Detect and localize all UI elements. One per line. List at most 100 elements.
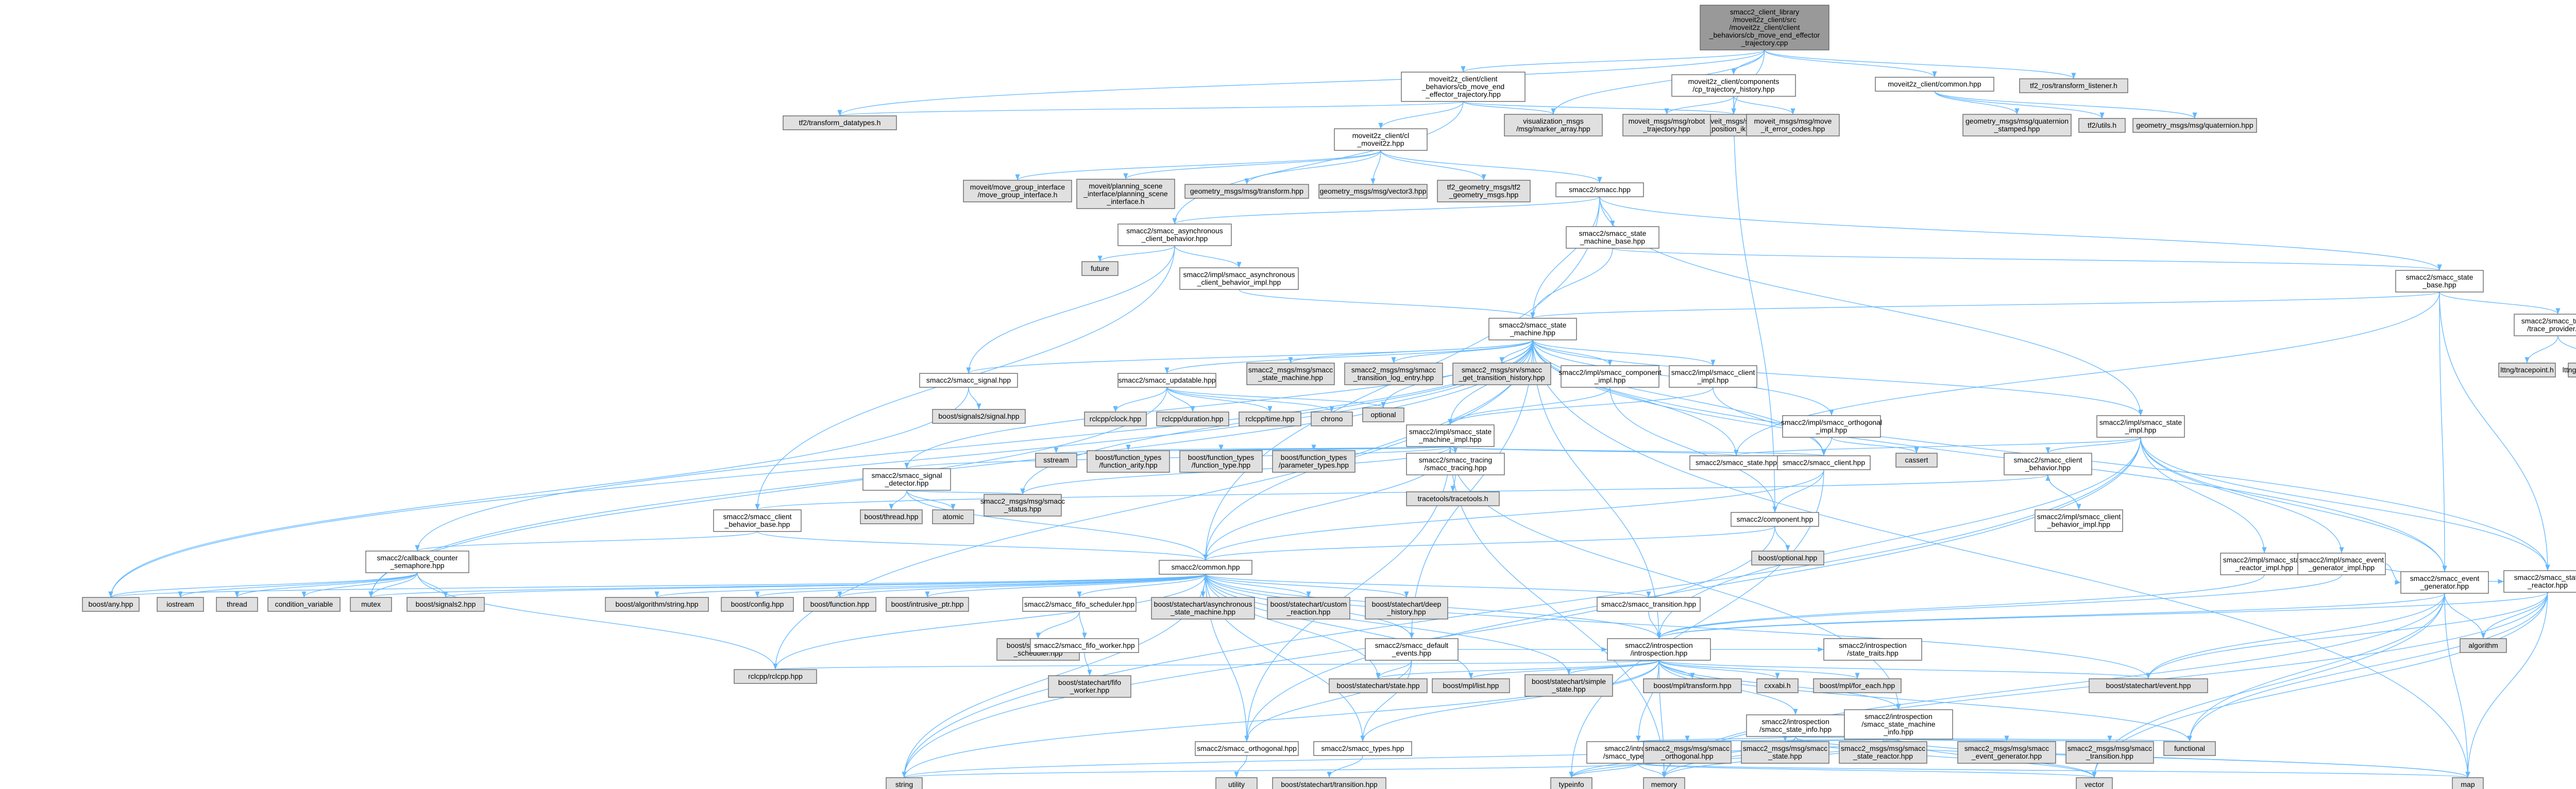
node-moveiterr[interactable]: moveit_msgs/msg/move_it_error_codes.hpp <box>1746 114 1840 136</box>
node-functional[interactable]: functional <box>2163 741 2216 756</box>
node-client-impl[interactable]: smacc2/impl/smacc_client_impl.hpp <box>1669 365 1757 388</box>
node-ortho-impl[interactable]: smacc2/impl/smacc_orthogonal_impl.hpp <box>1781 415 1882 438</box>
node-markerarray[interactable]: visualization_msgs/msg/marker_array.hpp <box>1504 114 1603 136</box>
node-ft-type[interactable]: boost/function_types/function_type.hpp <box>1179 450 1263 473</box>
node-status-sm[interactable]: smacc2_msgs/msg/smacc_state_machine.hpp <box>1246 363 1335 385</box>
node-utility[interactable]: utility <box>1215 777 1258 789</box>
node-vector3[interactable]: geometry_msgs/msg/vector3.hpp <box>1318 184 1428 199</box>
node-sm-base[interactable]: smacc2/smacc_state_machine_base.hpp <box>1566 226 1659 249</box>
node-state-reactor[interactable]: smacc2/smacc_state_reactor.hpp <box>2503 570 2576 593</box>
node-client-cb-impl[interactable]: smacc2/impl/smacc_client_behavior_impl.h… <box>2035 509 2123 532</box>
node-bfunction[interactable]: boost/function.hpp <box>803 597 876 612</box>
node-msg-state[interactable]: smacc2_msgs/msg/smacc_state.hpp <box>1741 741 1829 764</box>
node-tf2utils[interactable]: tf2/utils.h <box>2078 118 2126 133</box>
node-string[interactable]: string <box>886 777 923 789</box>
node-fifo-worker-b[interactable]: boost/statechart/fifo_worker.hpp <box>1048 675 1131 698</box>
node-bthread[interactable]: boost/thread.hpp <box>860 509 923 524</box>
node-client-hpp[interactable]: smacc2/smacc_client.hpp <box>1777 455 1871 470</box>
node-custom-reaction[interactable]: boost/statechart/custom_reaction.hpp <box>1267 597 1350 620</box>
node-robottraj[interactable]: moveit_msgs/msg/robot_trajectory.hpp <box>1622 114 1711 136</box>
node-cbtraj[interactable]: moveit2z_client/client_behaviors/cb_move… <box>1401 72 1526 102</box>
node-intrusive[interactable]: boost/intrusive_ptr.hpp <box>886 597 969 612</box>
node-mgi[interactable]: moveit/move_group_interface/move_group_i… <box>963 180 1072 202</box>
node-rclcpp[interactable]: rclcpp/rclcpp.hpp <box>734 669 817 684</box>
node-async-sm[interactable]: boost/statechart/asynchronous_state_mach… <box>1151 597 1255 620</box>
node-root[interactable]: smacc2_client_library/moveit2z_client/sr… <box>1700 5 1829 50</box>
node-fifo-sched[interactable]: smacc2/smacc_fifo_scheduler.hpp <box>1022 597 1137 612</box>
node-state-traits[interactable]: smacc2/introspection/state_traits.hpp <box>1823 638 1922 661</box>
node-sm-impl[interactable]: smacc2/impl/smacc_state_machine_impl.hpp <box>1406 424 1495 447</box>
node-sm-info[interactable]: smacc2/introspection/smacc_state_machine… <box>1844 709 1953 740</box>
node-introspection[interactable]: smacc2/introspection/introspection.hpp <box>1607 638 1711 661</box>
node-tf2geom[interactable]: tf2_geometry_msgs/tf2_geometry_msgs.hpp <box>1437 180 1531 202</box>
node-sc-state[interactable]: boost/statechart/state.hpp <box>1329 678 1428 693</box>
node-mpl-transform[interactable]: boost/mpl/transform.hpp <box>1643 678 1742 693</box>
node-algorithm[interactable]: algorithm <box>2460 638 2507 653</box>
node-condvar[interactable]: condition_variable <box>267 597 341 612</box>
node-tf2datatypes[interactable]: tf2/transform_datatypes.h <box>783 115 897 130</box>
node-orthogonal-hpp[interactable]: smacc2/smacc_orthogonal.hpp <box>1195 741 1299 756</box>
node-component[interactable]: smacc2/component.hpp <box>1731 512 1819 527</box>
node-state-hpp[interactable]: smacc2/smacc_state.hpp <box>1689 455 1783 470</box>
node-state-reactor-impl[interactable]: smacc2/impl/smacc_state_reactor_impl.hpp <box>2220 553 2309 575</box>
node-sm-tracing[interactable]: smacc2/smacc_tracing/smacc_tracing.hpp <box>1406 453 1505 475</box>
node-msg-evgen[interactable]: smacc2_msgs/msg/smacc_event_generator.hp… <box>1957 741 2056 764</box>
node-atomic[interactable]: atomic <box>932 509 974 524</box>
node-get-trans[interactable]: smacc2_msgs/srv/smacc_get_transition_his… <box>1452 363 1551 385</box>
node-mpl-foreach[interactable]: boost/mpl/for_each.hpp <box>1813 678 1902 693</box>
node-sc-transition[interactable]: boost/statechart/transition.hpp <box>1272 777 1386 789</box>
node-async-cb[interactable]: smacc2/smacc_asynchronous_client_behavio… <box>1117 224 1232 246</box>
node-trans-log[interactable]: smacc2_msgs/msg/smacc_transition_log_ent… <box>1344 363 1443 385</box>
node-rclcppclock[interactable]: rclcpp/clock.hpp <box>1084 411 1147 426</box>
node-cl-moveit2z[interactable]: moveit2z_client/cl_moveit2z.hpp <box>1334 128 1428 151</box>
node-lttng[interactable]: lttng/tracepoint.h <box>2498 363 2556 378</box>
node-future[interactable]: future <box>1081 261 1118 276</box>
node-algostring[interactable]: boost/algorithm/string.hpp <box>605 597 709 612</box>
node-cptraj[interactable]: moveit2z_client/components/cp_trajectory… <box>1671 74 1796 97</box>
node-boptional[interactable]: boost/optional.hpp <box>1751 551 1824 565</box>
node-ft-arity[interactable]: boost/function_types/function_arity.hpp <box>1087 450 1170 473</box>
node-optional[interactable]: optional <box>1362 407 1404 422</box>
node-signals2[interactable]: boost/signals2.hpp <box>406 597 485 612</box>
node-simple-state[interactable]: boost/statechart/simple_state.hpp <box>1524 674 1613 697</box>
node-sm-hpp[interactable]: smacc2/smacc_state_machine.hpp <box>1488 318 1577 340</box>
node-state-base[interactable]: smacc2/smacc_state_base.hpp <box>2395 270 2484 293</box>
node-sc-event[interactable]: boost/statechart/event.hpp <box>2089 678 2208 693</box>
node-client-cb[interactable]: smacc2/smacc_client_behavior.hpp <box>2004 453 2092 475</box>
node-state-impl[interactable]: smacc2/impl/smacc_state_impl.hpp <box>2096 415 2185 438</box>
node-psi[interactable]: moveit/planning_scene_interface/planning… <box>1076 179 1175 209</box>
node-sstream[interactable]: sstream <box>1035 453 1077 468</box>
node-default-events[interactable]: smacc2/smacc_default_events.hpp <box>1365 638 1459 661</box>
node-cassert[interactable]: cassert <box>1895 453 1938 468</box>
node-bconfig[interactable]: boost/config.hpp <box>721 597 794 612</box>
node-memory[interactable]: memory <box>1643 777 1685 789</box>
node-async-impl[interactable]: smacc2/impl/smacc_asynchronous_client_be… <box>1179 267 1299 290</box>
node-msg-orthogonal[interactable]: smacc2_msgs/msg/smacc_orthogonal.hpp <box>1643 741 1732 764</box>
node-quatstamped[interactable]: geometry_msgs/msg/quaternion_stamped.hpp <box>1962 114 2072 136</box>
node-deep-history[interactable]: boost/statechart/deep_history.hpp <box>1365 597 1448 620</box>
node-updatable[interactable]: smacc2/smacc_updatable.hpp <box>1117 373 1216 388</box>
node-ft-param[interactable]: boost/function_types/parameter_types.hpp <box>1272 450 1355 473</box>
node-transform[interactable]: geometry_msgs/msg/transform.hpp <box>1184 184 1309 199</box>
node-msg-reactor[interactable]: smacc2_msgs/msg/smacc_state_reactor.hpp <box>1839 741 1927 764</box>
node-common[interactable]: smacc2/common.hpp <box>1159 560 1252 575</box>
node-tf2listener[interactable]: tf2_ros/transform_listener.h <box>2019 78 2128 93</box>
node-lttng-ev[interactable]: lttng/tracepoint-event.h <box>2563 363 2576 378</box>
node-rclcppdur[interactable]: rclcpp/duration.hpp <box>1156 411 1229 426</box>
node-common-mv[interactable]: moveit2z_client/common.hpp <box>1875 77 1994 92</box>
node-chrono[interactable]: chrono <box>1311 411 1353 426</box>
node-vector[interactable]: vector <box>2076 777 2113 789</box>
node-map[interactable]: map <box>2452 777 2484 789</box>
node-state-info[interactable]: smacc2/introspection/smacc_state_info.hp… <box>1746 714 1845 737</box>
node-types-hpp[interactable]: smacc2/smacc_types.hpp <box>1313 741 1412 756</box>
node-smacc-hpp[interactable]: smacc2/smacc.hpp <box>1555 182 1644 197</box>
node-signal[interactable]: smacc2/smacc_signal.hpp <box>919 373 1018 388</box>
node-event-gen[interactable]: smacc2/smacc_event_generator.hpp <box>2400 571 2489 594</box>
node-typeinfo[interactable]: typeinfo <box>1550 777 1592 789</box>
node-comp-impl[interactable]: smacc2/impl/smacc_component_impl.hpp <box>1558 365 1662 388</box>
node-tracing[interactable]: smacc2/smacc_tracing/trace_provider.hpp <box>2514 314 2576 336</box>
node-thread[interactable]: thread <box>216 597 258 612</box>
node-msg-trans[interactable]: smacc2_msgs/msg/smacc_transition.hpp <box>2065 741 2154 764</box>
node-cb-base[interactable]: smacc2/smacc_client_behavior_base.hpp <box>713 509 802 532</box>
node-tracetools[interactable]: tracetools/tracetools.h <box>1406 491 1500 506</box>
